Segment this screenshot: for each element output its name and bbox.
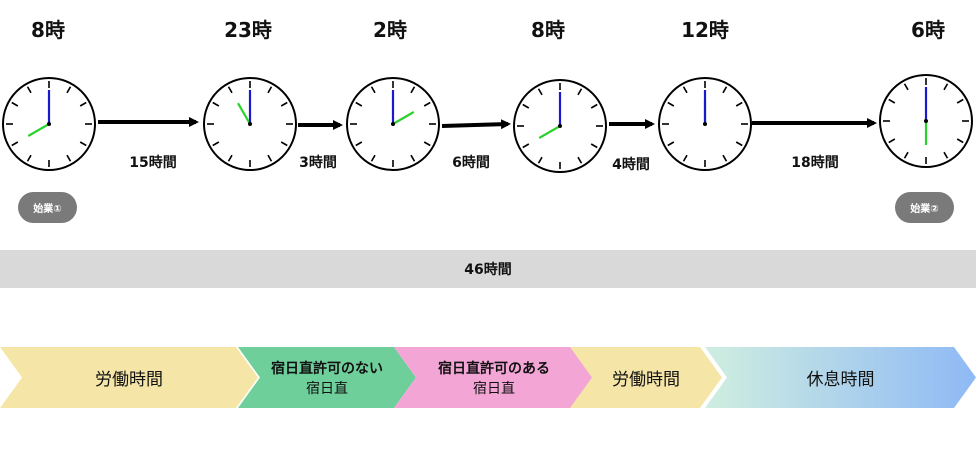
hour-label-1: 8時 [31, 18, 65, 42]
total-duration-bar: 46時間 [0, 250, 976, 288]
segment-label: 宿日直許可のある [438, 360, 550, 377]
clock-icon [203, 77, 297, 171]
hour-label-2: 23時 [224, 18, 272, 42]
segment-label: 宿日直許可のない [271, 360, 383, 377]
start-badge-1: 始業① [18, 192, 77, 223]
segment-rest: 休息時間 [705, 347, 976, 408]
clock-icon [658, 77, 752, 171]
segment-label: 労働時間 [95, 370, 163, 390]
total-duration-label: 46時間 [464, 262, 512, 278]
start-badge-2: 始業② [895, 192, 954, 223]
arrow-right-icon [441, 119, 511, 130]
duration-label-4: 4時間 [612, 157, 650, 173]
segment-label: 労働時間 [612, 370, 680, 390]
segment-duty-permitted: 宿日直許可のある 宿日直 [394, 347, 594, 408]
duration-label-3: 6時間 [452, 155, 490, 171]
hour-label-6: 6時 [911, 18, 945, 42]
arrows [98, 117, 877, 130]
hour-label-5: 12時 [681, 18, 729, 42]
segment-working-1: 労働時間 [0, 347, 258, 408]
duration-label-2: 3時間 [299, 155, 337, 171]
hour-label-3: 2時 [373, 18, 407, 42]
clock-icon [346, 77, 440, 171]
clock-icon [2, 77, 96, 171]
clock-icon [513, 79, 607, 173]
segment-label: 休息時間 [806, 370, 875, 390]
clock-icon [879, 74, 973, 168]
hour-label-4: 8時 [531, 18, 565, 42]
duration-label-1: 15時間 [129, 155, 177, 171]
segment-sublabel: 宿日直 [306, 380, 348, 397]
duration-label-5: 18時間 [791, 155, 839, 171]
segment-working-2: 労働時間 [570, 347, 722, 408]
segment-sublabel: 宿日直 [473, 380, 515, 397]
segment-duty-unpermitted: 宿日直許可のない 宿日直 [238, 347, 416, 408]
